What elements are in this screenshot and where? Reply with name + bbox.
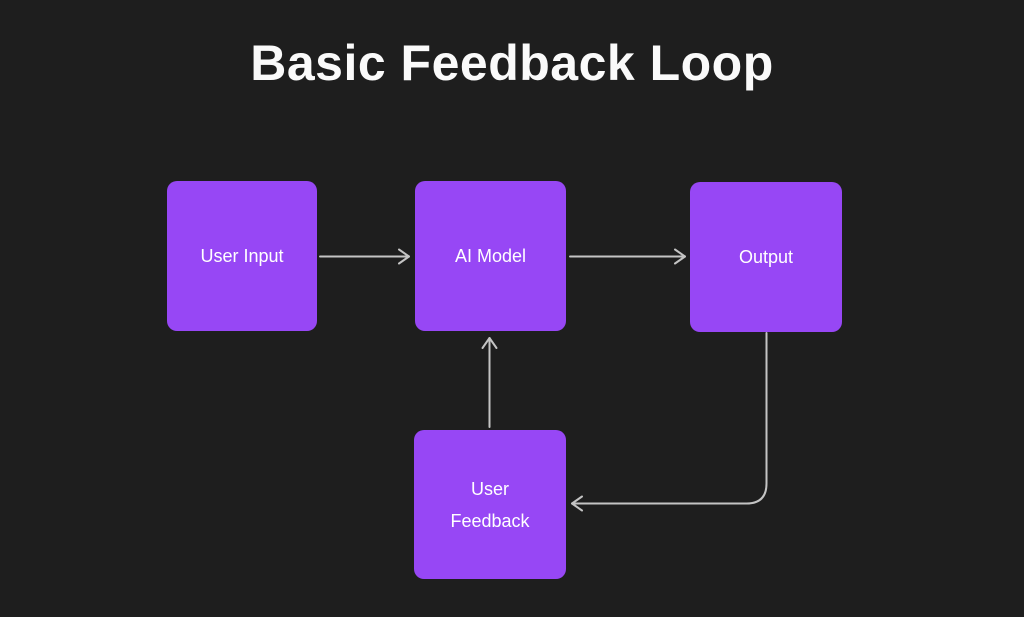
node-user-feedback: User Feedback [414, 430, 566, 579]
node-user-input-label: User Input [200, 246, 284, 266]
node-ai-model: AI Model [415, 181, 566, 331]
node-user-input: User Input [167, 181, 317, 331]
node-output-label: Output [738, 247, 794, 267]
diagram-title: Basic Feedback Loop [250, 35, 774, 91]
node-output: Output [690, 182, 842, 332]
node-user-feedback-label: User Feedback [450, 478, 530, 531]
node-ai-model-label: AI Model [454, 246, 527, 266]
edge-output-to-user-feedback [571, 332, 768, 512]
